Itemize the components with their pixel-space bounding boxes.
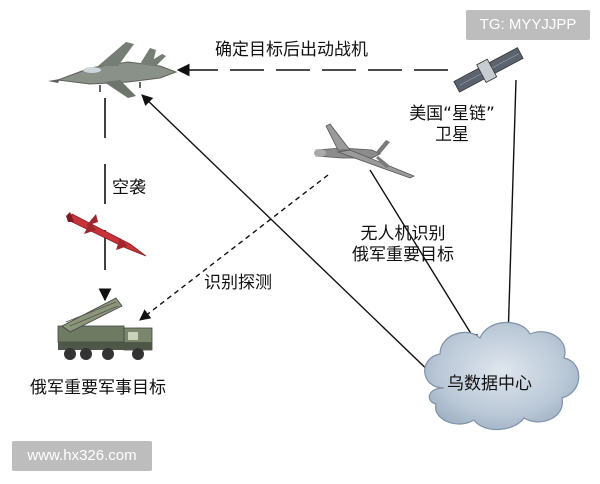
missile-icon xyxy=(66,212,147,257)
label-datacenter: 乌数据中心 xyxy=(447,374,532,394)
label-satellite-line1: 美国“星链” xyxy=(409,104,495,124)
label-detect: 识别探测 xyxy=(204,273,272,293)
watermark-bottom-left: www.hx326.com xyxy=(12,441,152,471)
label-dispatch-fighter: 确定目标后出动战机 xyxy=(215,40,368,60)
drone-icon xyxy=(314,123,415,179)
arrow-drone-to-datacenter xyxy=(369,169,479,346)
arrow-satellite-to-datacenter xyxy=(502,79,517,342)
label-uav-line2: 俄军重要目标 xyxy=(352,245,454,266)
connectors xyxy=(98,63,517,381)
fighter-jet-icon xyxy=(48,42,178,98)
watermark-top-right: TG: MYYJJPP xyxy=(466,10,590,40)
label-air-strike: 空袭 xyxy=(112,178,146,198)
cloud-icon xyxy=(424,321,580,431)
label-satellite: 美国“星链” 卫星 xyxy=(392,104,512,147)
satellite-icon xyxy=(453,47,524,93)
arrow-drone-to-launcher xyxy=(139,174,329,321)
label-satellite-line2: 卫星 xyxy=(435,125,469,146)
arrow-datacenter-to-fighter xyxy=(141,94,439,381)
label-uav-identify: 无人机识别 俄军重要目标 xyxy=(340,224,466,267)
label-uav-line1: 无人机识别 xyxy=(360,224,446,244)
label-target: 俄军重要军事目标 xyxy=(30,378,166,398)
missile-launcher-truck-icon xyxy=(57,297,153,360)
